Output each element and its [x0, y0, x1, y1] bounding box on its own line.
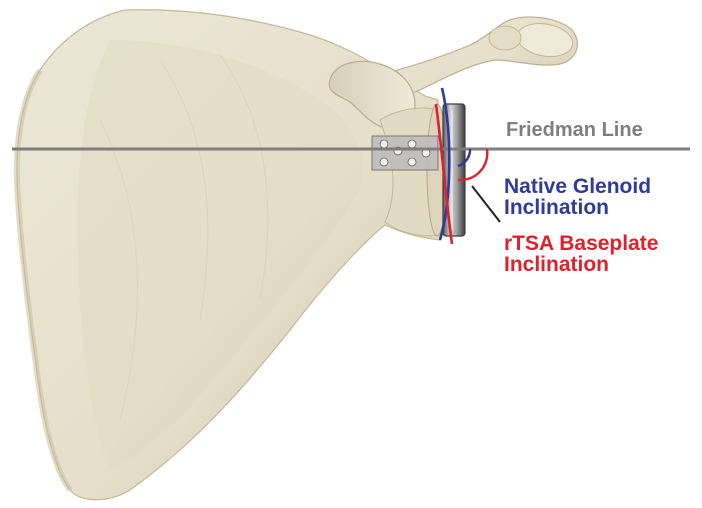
rtsa-baseplate-label-line2: Inclination: [504, 254, 658, 275]
rtsa-baseplate-inclination-label: rTSA Baseplate Inclination: [504, 233, 658, 275]
leader-line: [472, 186, 500, 222]
baseplate-peg: [372, 136, 438, 170]
rtsa-baseplate-label-line1: rTSA Baseplate: [504, 233, 658, 254]
friedman-line-label: Friedman Line: [506, 120, 643, 140]
native-glenoid-label-line2: Inclination: [504, 197, 651, 218]
native-glenoid-label-line1: Native Glenoid: [504, 176, 651, 197]
native-glenoid-inclination-label: Native Glenoid Inclination: [504, 176, 651, 218]
